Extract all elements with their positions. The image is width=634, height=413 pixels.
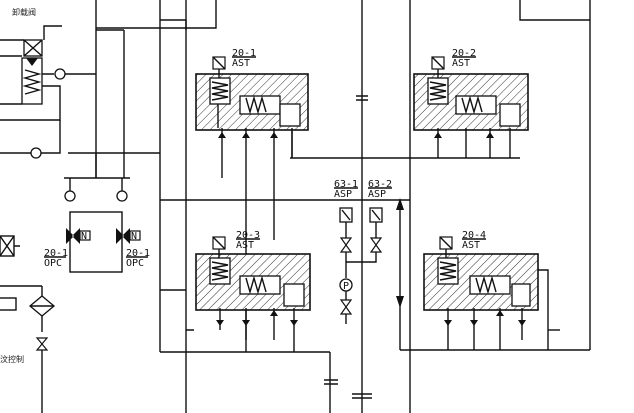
ast1-number: 20-1 [232, 48, 256, 59]
ast4-number: 20-4 [462, 230, 486, 241]
ast-20-1: 20-1 AST [195, 48, 309, 352]
ast2-number: 20-2 [452, 48, 476, 59]
gauge-valve [339, 299, 353, 315]
ast-20-2: 20-2 AST [413, 48, 529, 158]
unload-valve-label: 卸载阀 [12, 7, 36, 17]
unload-valve-group: 卸载阀 [0, 7, 96, 159]
opc-valve-right [116, 228, 130, 244]
opc2-number: 20-1 [126, 248, 150, 259]
ast2-ports [437, 69, 511, 158]
asp1-name: ASP [334, 189, 352, 200]
bottom-fittings [324, 352, 372, 413]
ast3-number: 20-3 [236, 230, 260, 241]
ast2-spring [429, 81, 447, 101]
asp1-number: 63-1 [334, 179, 358, 190]
left-bottom-valve [35, 337, 49, 351]
unload-lines-2 [43, 25, 96, 75]
ast3-spring [211, 261, 229, 281]
ast2-sol-mark [431, 56, 445, 70]
left-rect [0, 297, 17, 311]
center-arrows [396, 198, 404, 308]
ast3-arrows [216, 310, 298, 326]
left-horizontal-pipe [68, 152, 160, 178]
opc-box [69, 211, 123, 273]
ast1-name: AST [232, 58, 250, 69]
ast4-sol-mark [439, 236, 453, 250]
ast4-port-box [511, 283, 531, 307]
asp2-switch-mark [371, 209, 381, 221]
opc-group: N N 20-1 OPC 20-1 OPC [44, 177, 150, 273]
center-main-pipe [356, 0, 368, 413]
opc-solenoid-left-label: N [81, 231, 87, 242]
ast1-sol-mark [212, 56, 226, 70]
check-valve-2 [30, 147, 42, 159]
ast1-ports [217, 69, 293, 352]
ast4-ports [445, 249, 549, 350]
ast4-name: AST [462, 240, 480, 251]
pipe-joins [160, 19, 187, 30]
opc-solenoid-right-label: N [131, 231, 137, 242]
unload-valve-spring [22, 69, 42, 95]
ast2-port-box [499, 103, 521, 127]
ast4-spool-spring [475, 275, 497, 295]
right-pipes [399, 0, 591, 413]
opc1-number: 20-1 [44, 248, 68, 259]
ast-20-3: 20-3 AST [195, 230, 311, 352]
opc-solenoid-left [79, 230, 91, 241]
opc2-name: OPC [126, 258, 144, 269]
asp2-number: 63-2 [368, 179, 392, 190]
left-bottom-lines [0, 285, 43, 413]
asp-lines [345, 222, 377, 278]
ast2-spool-spring [461, 95, 483, 115]
opc-top-lines [64, 177, 130, 191]
ast1-port-box [279, 103, 301, 127]
ast3-port-box [283, 283, 305, 307]
check-valve-1 [54, 68, 66, 80]
ast-20-4: 20-4 AST [423, 230, 549, 350]
unload-valve-arrow [26, 58, 38, 66]
control-label: 汶控制 [0, 354, 24, 364]
filter-lines [30, 286, 54, 332]
ast3-spool-spring [245, 275, 267, 295]
center-left-pipes [159, 0, 330, 413]
pressure-gauge-label: P [343, 281, 349, 292]
ast3-sol-mark [212, 236, 226, 250]
ast4-arrows [444, 310, 526, 326]
left-bottom-group: 汶控制 [0, 235, 56, 413]
opc-solenoid-right [129, 230, 141, 241]
opc-check-right [116, 190, 128, 202]
ast1-spool-spring [245, 95, 267, 115]
check-valve-2-lines [0, 120, 61, 154]
left-main-pipes [95, 0, 217, 178]
asp1-switch-mark [341, 209, 351, 221]
opc-check-left [64, 190, 76, 202]
ast3-name: AST [236, 240, 254, 251]
opc-valve-left [66, 228, 80, 244]
ast2-name: AST [452, 58, 470, 69]
asp-group: 63-1 ASP 63-2 ASP P [334, 179, 392, 324]
unload-valve-cross [23, 39, 43, 57]
asp1-valve [339, 237, 353, 253]
ast2-arrows [434, 132, 494, 138]
ast4-spring [439, 261, 457, 281]
asp2-name: ASP [368, 189, 386, 200]
ast1-spring [211, 81, 229, 101]
opc1-name: OPC [44, 258, 62, 269]
unload-valve-lines [0, 39, 61, 121]
ast1-arrows [218, 132, 278, 138]
asp2-valve [369, 237, 383, 253]
left-solenoid-cross [0, 235, 20, 257]
